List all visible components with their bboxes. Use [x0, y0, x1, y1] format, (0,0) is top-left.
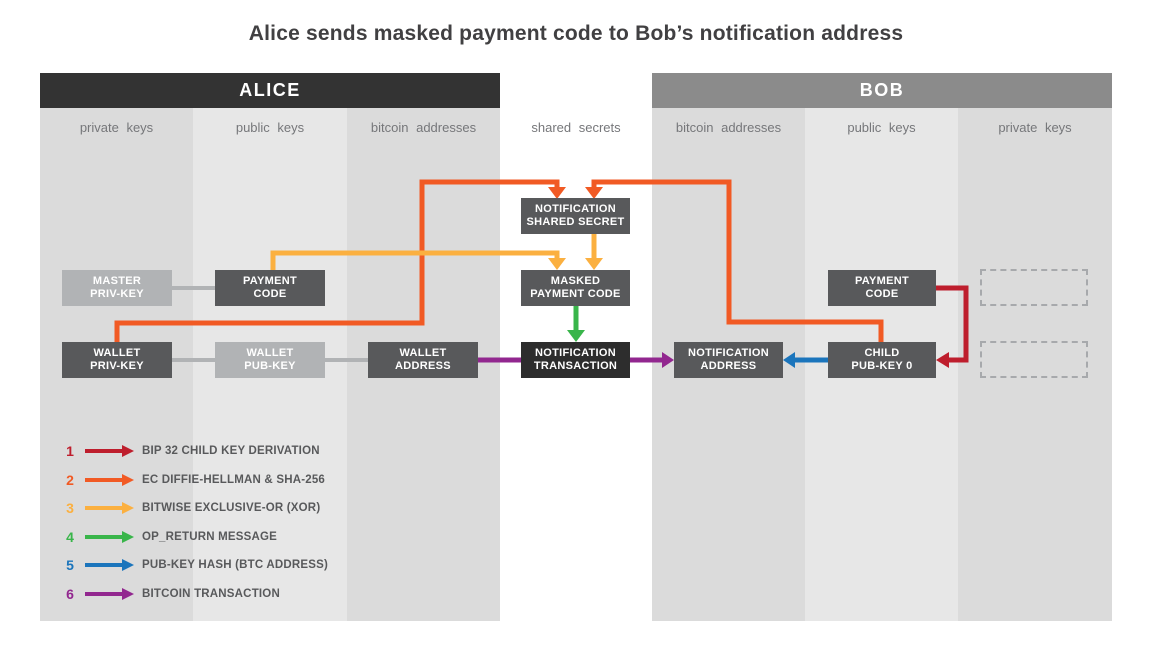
legend-number-5: 5 [66, 557, 74, 574]
legend-label-4: OP_RETURN MESSAGE [142, 530, 278, 543]
arrow-xor-shared-secret [585, 234, 603, 270]
box-bob-hidden-priv-key-2 [980, 341, 1088, 378]
legend-arrow-purple-icon [85, 587, 134, 600]
bob-public-keys-label: public keys [847, 120, 916, 135]
bob-panel-header: BOB [652, 73, 1112, 108]
box-payment-code-alice: PAYMENT CODE [215, 270, 325, 306]
alice-bitcoin-addresses-label: bitcoin addresses [370, 120, 477, 135]
box-wallet-address: WALLET ADDRESS [368, 342, 478, 378]
box-notification-shared-secret: NOTIFICATION SHARED SECRET [521, 198, 630, 234]
box-wallet-pub-key: WALLET PUB-KEY [215, 342, 325, 378]
legend-number-3: 3 [66, 500, 74, 517]
arrow-bip32-child-key-derivation [936, 285, 969, 368]
bob-bitcoin-addresses-label: bitcoin addresses [675, 120, 782, 135]
arrow-ecdh-bob [585, 179, 884, 342]
legend-label-2: EC DIFFIE-HELLMAN & SHA-256 [142, 473, 326, 486]
legend-arrow-green-icon [85, 530, 134, 543]
arrow-pubkey-hash [783, 352, 828, 368]
box-master-priv-key: MASTER PRIV-KEY [62, 270, 172, 306]
legend-item-bitcoin-tx: 6 BITCOIN TRANSACTION [62, 580, 328, 609]
legend-label-6: BITCOIN TRANSACTION [142, 587, 280, 600]
arrow-op-return [567, 306, 585, 342]
legend-number-1: 1 [66, 443, 74, 460]
legend-label-3: BITWISE EXCLUSIVE-OR (XOR) [142, 502, 321, 515]
legend-arrow-red-icon [85, 445, 134, 458]
legend-item-xor: 3 BITWISE EXCLUSIVE-OR (XOR) [62, 494, 328, 523]
arrow-ecdh-alice [114, 179, 566, 342]
arrow-xor-payment-code [270, 250, 566, 270]
legend-number-2: 2 [66, 471, 74, 488]
legend: 1 BIP 32 CHILD KEY DERIVATION 2 EC DIFFI… [62, 437, 328, 608]
legend-label-5: PUB-KEY HASH (BTC ADDRESS) [142, 559, 329, 572]
box-payment-code-bob: PAYMENT CODE [828, 270, 936, 306]
box-bob-hidden-priv-key-1 [980, 269, 1088, 306]
bob-private-keys-label: private keys [998, 120, 1072, 135]
alice-public-keys-label: public keys [235, 120, 305, 135]
alice-private-keys-label: private keys [79, 120, 154, 135]
legend-arrow-orange-icon [85, 473, 134, 486]
legend-arrow-amber-icon [85, 502, 134, 515]
box-notification-address: NOTIFICATION ADDRESS [674, 342, 783, 378]
legend-number-4: 4 [66, 528, 74, 545]
box-wallet-priv-key: WALLET PRIV-KEY [62, 342, 172, 378]
box-notification-transaction: NOTIFICATION TRANSACTION [521, 342, 630, 378]
diagram-title: Alice sends masked payment code to Bob’s… [248, 22, 904, 45]
legend-label-1: BIP 32 CHILD KEY DERIVATION [142, 445, 320, 458]
alice-panel-header: ALICE [40, 73, 500, 108]
legend-item-bip32: 1 BIP 32 CHILD KEY DERIVATION [62, 437, 328, 466]
legend-number-6: 6 [66, 585, 74, 602]
legend-item-opreturn: 4 OP_RETURN MESSAGE [62, 523, 328, 552]
legend-item-ecdh: 2 EC DIFFIE-HELLMAN & SHA-256 [62, 466, 328, 495]
box-child-pub-key-0: CHILD PUB-KEY 0 [828, 342, 936, 378]
legend-arrow-blue-icon [85, 559, 134, 572]
shared-secrets-label: shared secrets [531, 120, 621, 135]
arrow-bitcoin-transaction [478, 352, 674, 368]
legend-item-pubkey-hash: 5 PUB-KEY HASH (BTC ADDRESS) [62, 551, 328, 580]
box-masked-payment-code: MASKED PAYMENT CODE [521, 270, 630, 306]
